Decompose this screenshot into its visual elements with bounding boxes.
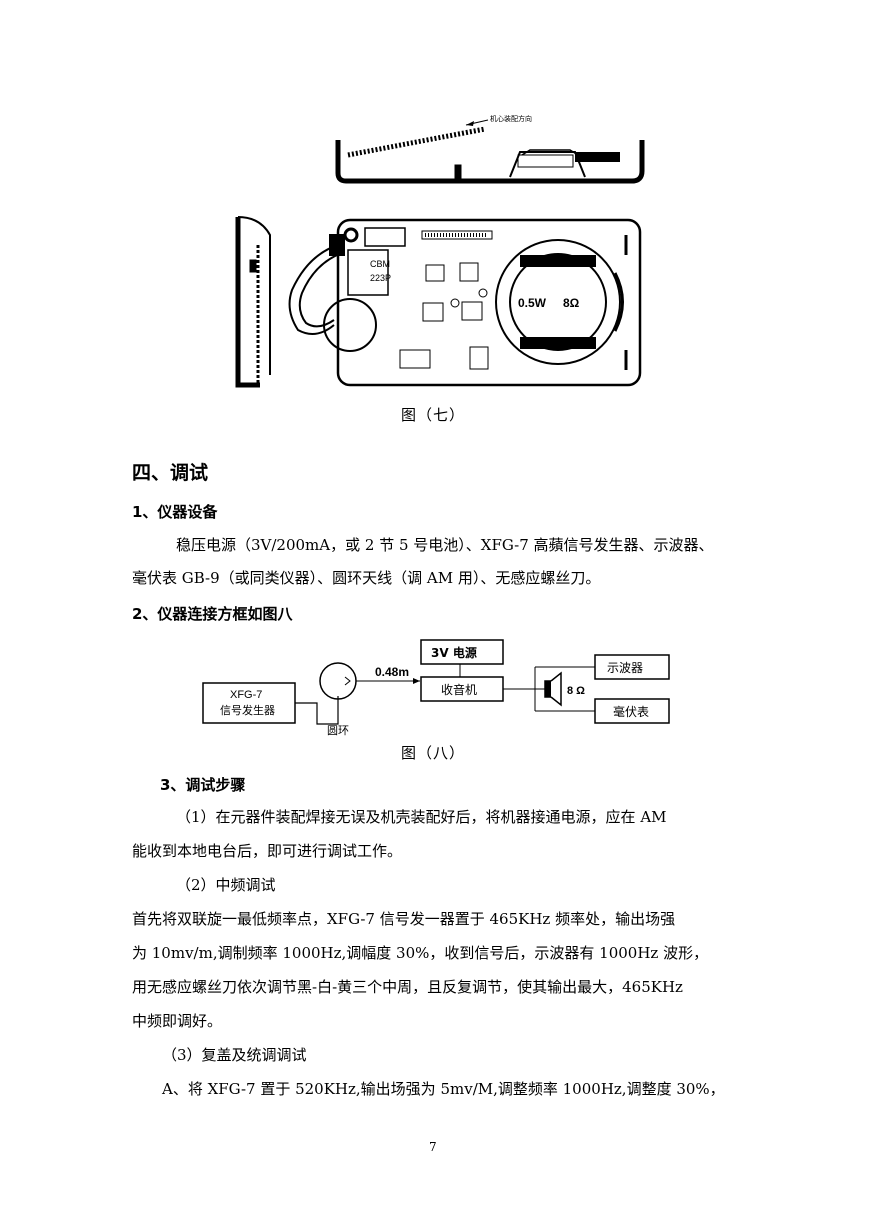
page-number: 7 (429, 1140, 437, 1154)
case-edge-view (235, 216, 271, 388)
equipment-line-1: 稳压电源（3V/200mA，或 2 节 5 号电池）、XFG-7 高蘋信号发生器… (176, 536, 714, 554)
equipment-line-2: 毫伏表 GB-9（或同类仪器）、圆环天线（调 AM 用）、无感应螺丝刀。 (132, 569, 601, 587)
figure-8-connection-diagram: XFG-7 信号发生器 圆环 0.48m 3V 电源 收音机 8 Ω 示波器 毫… (202, 639, 670, 736)
speaker-impedance-label: 8 Ω (567, 685, 585, 697)
chip-label-223p: 223P (370, 273, 391, 283)
step1-line-2: 能收到本地电台后，即可进行调试工作。 (132, 842, 403, 860)
power-supply-box (420, 639, 504, 665)
distance-label: 0.48m (375, 665, 409, 679)
loop-label: 圆环 (327, 724, 349, 736)
section-title: 四、调试 (132, 462, 209, 484)
subsection-2-title: 2、仪器连接方框如图八 (132, 605, 293, 623)
step2-line-2: 为 10mv/m,调制频率 1000Hz,调幅度 30%，收到信号后，示波器有 … (132, 944, 709, 962)
step2-title: （2）中频调试 (176, 876, 276, 894)
step2-line-1: 首先将双联旋一最低频率点，XFG-7 信号发一器置于 465KHz 频率处，输出… (132, 910, 676, 928)
speaker-icon (544, 680, 552, 698)
pcb-top-view (323, 218, 642, 387)
millivoltmeter-label: 毫伏表 (613, 704, 649, 719)
step3-line-1: A、将 XFG-7 置于 520KHz,输出场强为 5mv/M,调整频率 100… (162, 1080, 725, 1098)
generator-model-label: XFG-7 (230, 689, 262, 701)
subsection-1-title: 1、仪器设备 (132, 503, 218, 521)
figure-8-caption: 图（八） (401, 744, 466, 762)
figure-7-radio-assembly-drawing: 机心装配方向 CBM 223P (235, 114, 645, 388)
step1-line-1: （1）在元器件装配焊接无误及机壳装配好后，将机器接通电源，应在 AM (176, 808, 667, 826)
figure-7-caption: 图（七） (401, 406, 466, 424)
step2-line-4: 中频即调好。 (132, 1012, 223, 1030)
radio-label: 收音机 (441, 682, 477, 697)
subsection-3-title: 3、调试步骤 (160, 776, 246, 794)
speaker-power-label: 0.5W (518, 296, 547, 310)
oscilloscope-label: 示波器 (607, 661, 643, 675)
step3-title: （3）复盖及统调调试 (162, 1046, 307, 1064)
chip-label-cbm: CBM (370, 259, 390, 269)
power-supply-label: 3V 电源 (431, 645, 477, 660)
assembly-direction-label: 机心装配方向 (490, 114, 532, 123)
speaker-impedance-label: 8Ω (563, 296, 580, 310)
generator-name-label: 信号发生器 (220, 703, 275, 717)
case-side-view (335, 119, 645, 184)
millivoltmeter-box (594, 698, 670, 724)
oscilloscope-box (594, 654, 670, 680)
step2-line-3: 用无感应螺丝刀依次调节黑-白-黄三个中周，且反复调节，使其输出最大，465KHz (132, 978, 683, 996)
wrist-strap (288, 234, 345, 335)
